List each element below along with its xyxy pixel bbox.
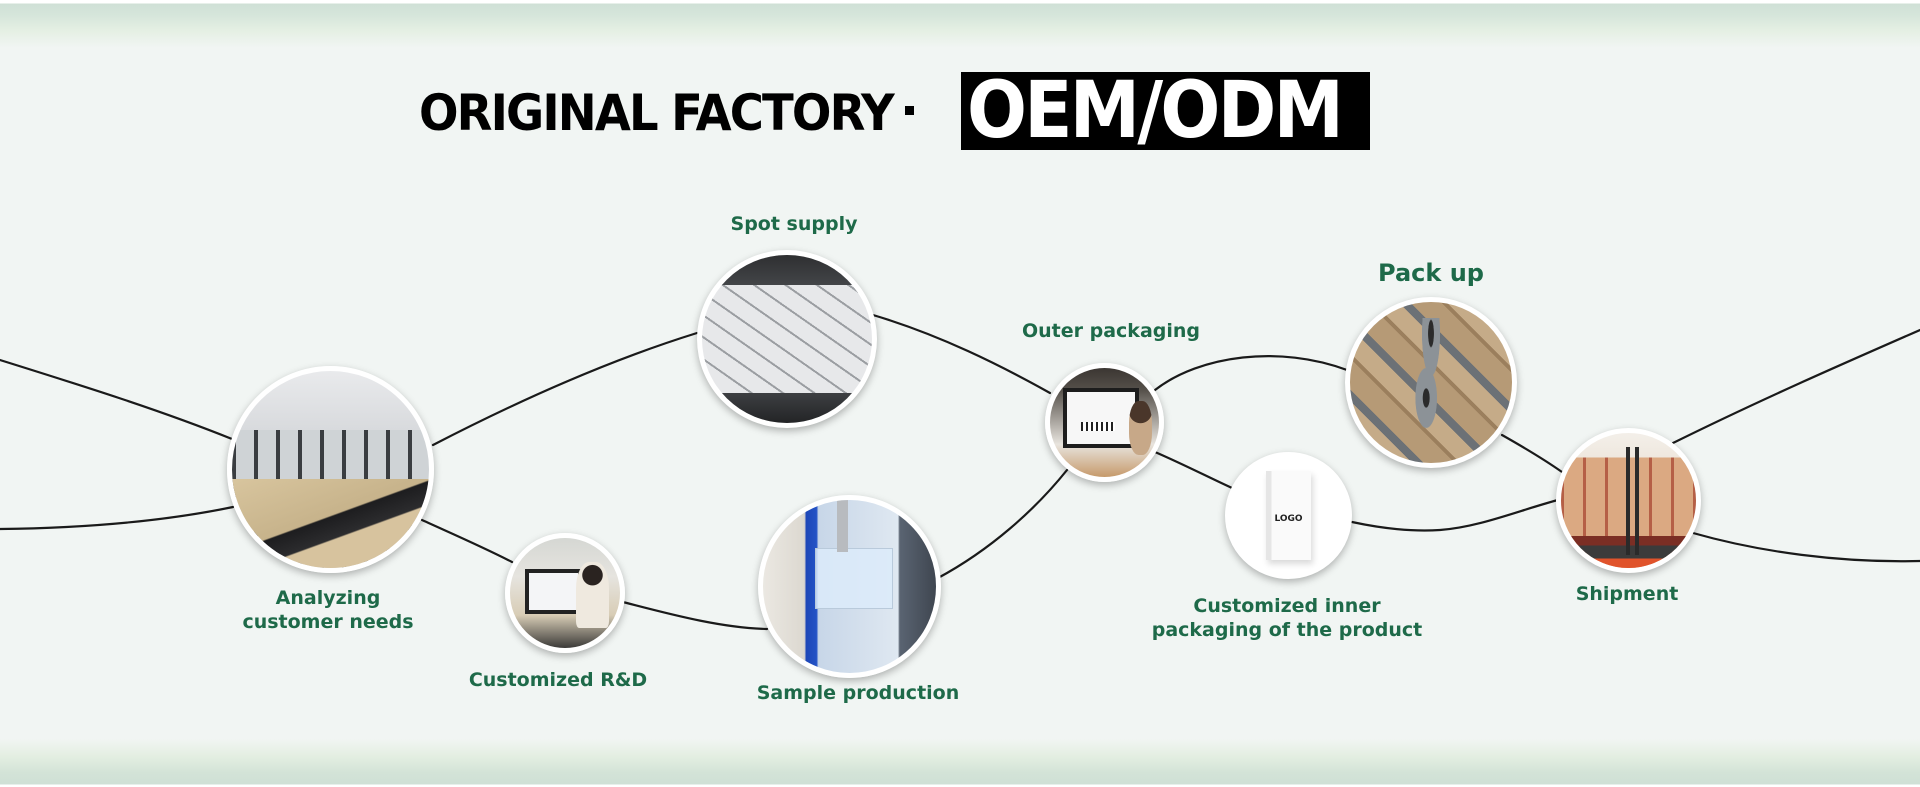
step-inner-packaging-label-line1: Customized inner	[1193, 595, 1381, 617]
step-analyzing-label-line1: Analyzing	[275, 587, 381, 609]
connector-lower-right	[1691, 531, 1920, 563]
top-decorative-band	[0, 0, 1920, 48]
connector-lower-left	[0, 505, 235, 531]
logo-box-text: LOGO	[1274, 513, 1303, 524]
step-pack-up-label: Pack up	[1378, 259, 1484, 287]
step-inner-packaging-photo: LOGO	[1225, 452, 1352, 579]
connector-sample-outer	[936, 468, 1069, 580]
step-shipment-photo	[1556, 428, 1701, 573]
step-sample-production-photo	[758, 495, 941, 678]
title-oem-odm-text: OEM/ODM	[967, 72, 1344, 150]
step-shipment-label: Shipment	[1575, 583, 1679, 605]
step-outer-packaging-photo	[1045, 363, 1164, 482]
connector-upper-left	[0, 358, 234, 441]
step-spot-supply-photo	[697, 250, 877, 428]
step-analyzing-label: Analyzing customer needs	[242, 586, 413, 634]
connector-inner-ship	[1350, 498, 1560, 532]
step-outer-packaging-label: Outer packaging	[1021, 320, 1201, 342]
step-spot-supply-label: Spot supply	[730, 213, 858, 235]
bottom-decorative-band	[0, 739, 1920, 787]
step-analyzing-label-line2: customer needs	[242, 611, 414, 633]
connector-outer-inner	[1153, 450, 1234, 490]
connector-outer-pack	[1153, 355, 1349, 392]
step-sample-production-label: Sample production	[756, 682, 960, 704]
step-inner-packaging-label: Customized inner packaging of the produc…	[1152, 594, 1423, 642]
connector-spot-outer	[871, 313, 1052, 395]
logo-box-illustration: LOGO	[1266, 471, 1311, 560]
step-analyzing-photo	[227, 366, 434, 573]
step-rd-label: Customized R&D	[468, 669, 648, 691]
title-oem-odm-badge: OEM/ODM	[961, 72, 1370, 150]
title-original-factory: ORIGINAL FACTORY	[419, 84, 895, 142]
step-rd-photo	[505, 533, 625, 653]
title-separator-dot	[905, 106, 914, 115]
connector-analyzing-spot	[431, 331, 699, 447]
connector-pack-ship	[1500, 433, 1564, 474]
connector-rd-sample	[621, 600, 769, 631]
step-pack-up-photo	[1345, 297, 1517, 468]
connector-upper-right	[1671, 328, 1920, 445]
step-inner-packaging-label-line2: packaging of the product	[1151, 619, 1423, 641]
connector-analyzing-rd	[420, 518, 514, 564]
